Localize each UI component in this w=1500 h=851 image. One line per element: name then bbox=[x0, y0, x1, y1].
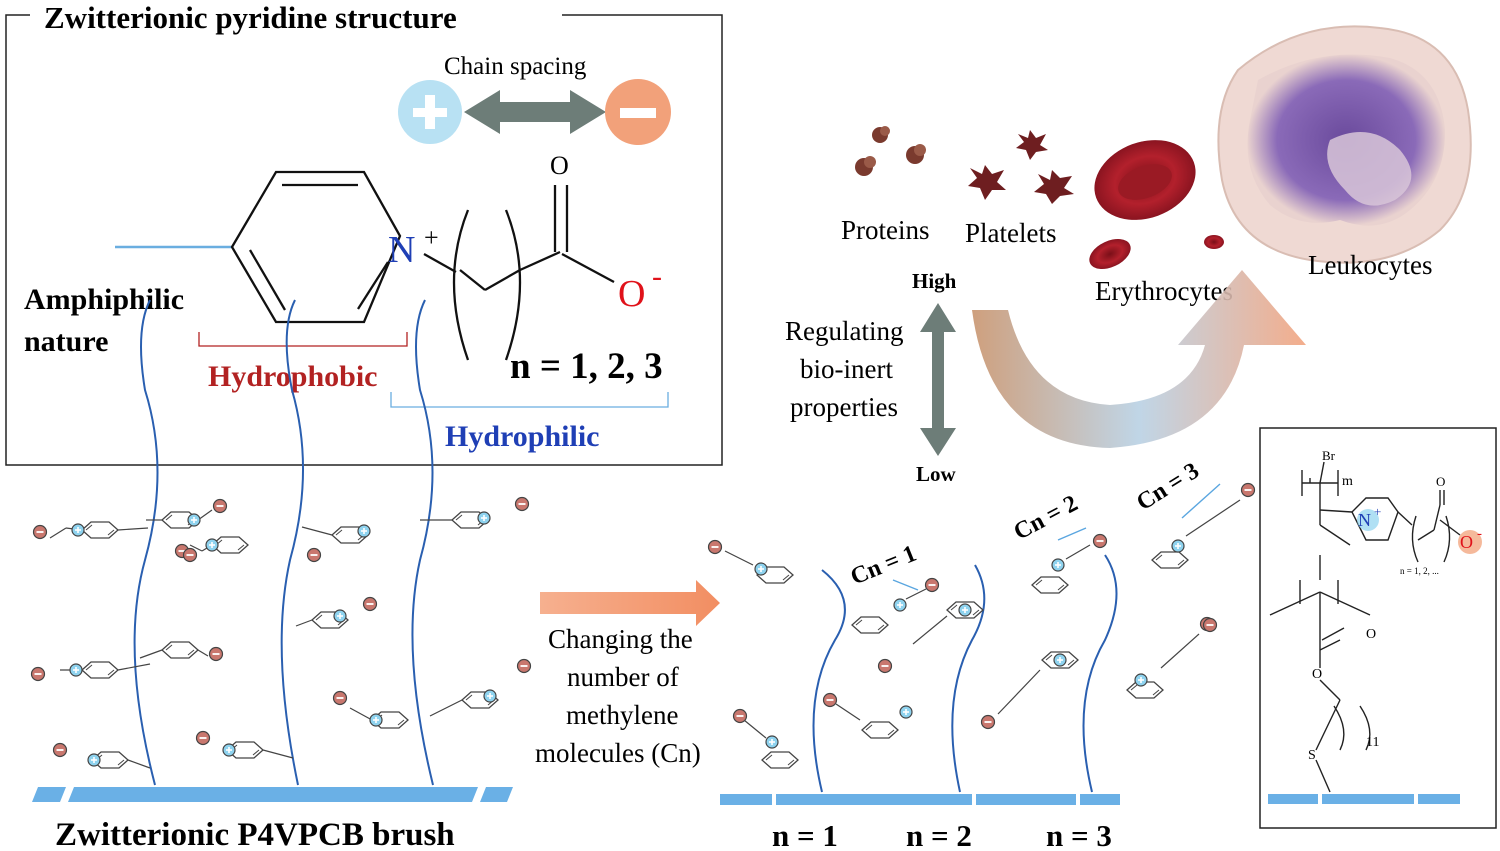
amphiphilic-label-1: Amphiphilic bbox=[24, 283, 184, 316]
regulating-label-2: bio-inert bbox=[800, 354, 893, 384]
carbonyl-o-label: O bbox=[550, 151, 569, 180]
n-values-label: n = 1, 2, 3 bbox=[510, 346, 663, 387]
erythrocytes-icon bbox=[1089, 140, 1224, 270]
proteins-label: Proteins bbox=[841, 215, 930, 245]
oxygen-charge: - bbox=[652, 260, 662, 293]
brush-chains bbox=[133, 299, 434, 786]
nitrogen-charge: + bbox=[424, 223, 439, 252]
platelets-label: Platelets bbox=[965, 218, 1056, 248]
polymer-eleven: 11 bbox=[1366, 735, 1379, 750]
n1-label: n = 1 bbox=[772, 818, 838, 851]
regulating-label-1: Regulating bbox=[785, 316, 903, 346]
polymer-sulfur: S bbox=[1308, 748, 1316, 763]
change-label-4: molecules (Cn) bbox=[535, 738, 701, 768]
platelets-icon bbox=[968, 130, 1074, 204]
nitrogen-label: N bbox=[388, 229, 415, 271]
proteins-icon bbox=[855, 126, 926, 176]
anion-symbol bbox=[605, 79, 671, 145]
structure-panel: Zwitterionic pyridine structure Chain sp… bbox=[5, 0, 723, 466]
polymer-plus: + bbox=[1374, 504, 1381, 519]
oxygen-anion-label: O bbox=[618, 273, 645, 315]
spacing-substrate bbox=[720, 794, 1120, 805]
low-label: Low bbox=[916, 462, 957, 486]
change-panel: Changing the number of methylene molecul… bbox=[535, 580, 720, 768]
high-label: High bbox=[912, 269, 957, 293]
leukocytes-icon bbox=[1217, 25, 1472, 264]
structure-box bbox=[5, 14, 723, 466]
leukocytes-label: Leukocytes bbox=[1308, 250, 1432, 280]
spacing-chains bbox=[812, 554, 1118, 793]
change-arrow bbox=[540, 580, 720, 626]
polymer-minus: - bbox=[1477, 526, 1482, 542]
cn1-label: Cn = 1 bbox=[847, 541, 920, 591]
polymer-carbonyl-o: O bbox=[1436, 474, 1445, 489]
polymer-ester-o2: O bbox=[1312, 667, 1322, 682]
polymer-box bbox=[1259, 427, 1497, 829]
polymer-m: m bbox=[1342, 474, 1353, 489]
structure-title: Zwitterionic pyridine structure bbox=[44, 0, 457, 35]
erythrocytes-label: Erythrocytes bbox=[1095, 276, 1233, 306]
spacing-monomers bbox=[707, 482, 1256, 769]
polymer-panel: Br m N + O - O n = 1, 2, ... O O 11 S bbox=[1259, 427, 1497, 829]
curved-gradient-arrow bbox=[972, 270, 1306, 448]
spacing-markers bbox=[892, 483, 1221, 591]
polymer-ester-o1: O bbox=[1366, 627, 1376, 642]
change-label-3: methylene bbox=[566, 700, 678, 730]
change-label-1: Changing the bbox=[548, 624, 693, 654]
regulation-double-arrow bbox=[920, 303, 956, 456]
polymer-n-values: n = 1, 2, ... bbox=[1400, 566, 1439, 576]
hydrophobic-bracket bbox=[198, 332, 408, 347]
chain-spacing-arrow bbox=[464, 90, 606, 134]
polymer-n: N bbox=[1358, 510, 1371, 530]
polymer-o-anion: O bbox=[1460, 532, 1473, 552]
cation-symbol bbox=[398, 80, 462, 144]
change-label-2: number of bbox=[567, 662, 679, 692]
brush-monomers bbox=[30, 496, 532, 769]
hydrophilic-label: Hydrophilic bbox=[445, 420, 599, 453]
hydrophobic-label: Hydrophobic bbox=[208, 360, 378, 393]
pyridine-molecule bbox=[115, 170, 615, 361]
cn2-label: Cn = 2 bbox=[1010, 490, 1083, 545]
brush-caption: Zwitterionic P4VPCB brush bbox=[55, 817, 455, 851]
brush-panel: Zwitterionic P4VPCB brush bbox=[30, 299, 532, 851]
polymer-substrate bbox=[1268, 794, 1460, 804]
amphiphilic-label-2: nature bbox=[24, 325, 108, 358]
polymer-br: Br bbox=[1322, 448, 1336, 463]
spacing-panel: Cn = 1 Cn = 2 Cn = 3 n = 1 n = 2 n = 3 bbox=[707, 458, 1256, 851]
brush-substrate bbox=[32, 787, 513, 802]
n2-label: n = 2 bbox=[906, 818, 972, 851]
chain-spacing-label: Chain spacing bbox=[444, 53, 587, 80]
regulating-label-3: properties bbox=[790, 392, 898, 422]
bio-panel: Proteins Platelets Erythrocytes Leukocyt… bbox=[785, 25, 1472, 486]
n3-label: n = 3 bbox=[1046, 818, 1112, 851]
hydrophilic-bracket bbox=[390, 392, 669, 408]
